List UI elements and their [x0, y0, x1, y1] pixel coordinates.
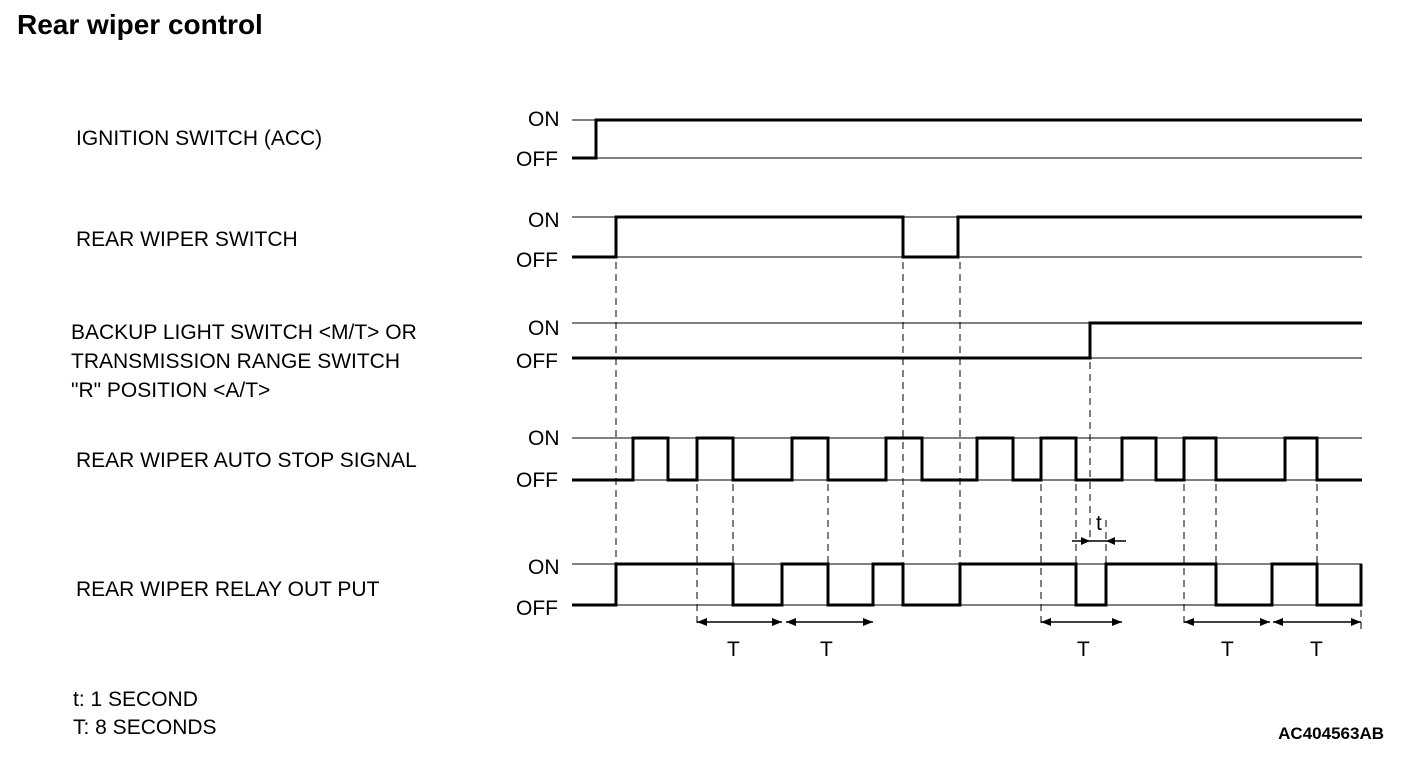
- off-level-label: OFF: [516, 469, 558, 492]
- signal-label-line: IGNITION SWITCH (ACC): [76, 127, 323, 150]
- interval-label-t: t: [1096, 512, 1102, 535]
- off-level-label: OFF: [516, 249, 558, 272]
- figure-code: AC404563AB: [1278, 724, 1384, 743]
- signal-label-line: REAR WIPER AUTO STOP SIGNAL: [76, 449, 417, 472]
- signal-label-auto-stop: REAR WIPER AUTO STOP SIGNAL: [76, 446, 417, 475]
- off-level-label: OFF: [516, 597, 558, 620]
- off-level-label: OFF: [516, 148, 558, 171]
- diagram-title: Rear wiper control: [17, 9, 263, 40]
- signal-label-line: TRANSMISSION RANGE SWITCH: [71, 350, 401, 373]
- signal-label-ignition: IGNITION SWITCH (ACC): [76, 124, 322, 153]
- note-large-interval: T: 8 SECONDS: [73, 716, 217, 739]
- interval-label-T: T: [1077, 638, 1090, 661]
- dashed-guide-lines: [615, 262, 1362, 632]
- off-level-label: OFF: [516, 350, 558, 373]
- signal-label-line: BACKUP LIGHT SWITCH <M/T> OR: [71, 321, 417, 344]
- arrow-head: [1184, 618, 1194, 626]
- on-level-label: ON: [528, 108, 560, 131]
- arrow-head: [697, 618, 707, 626]
- rear-wiper-switch-waveform: [572, 215, 1362, 259]
- large-interval-markers: T T T T T: [697, 618, 1361, 661]
- on-level-label: ON: [528, 427, 560, 450]
- ignition-waveform: [572, 118, 1362, 160]
- arrow-head: [1112, 618, 1122, 626]
- backup-light-waveform: [572, 321, 1362, 360]
- interval-label-T: T: [820, 638, 833, 661]
- signal-label-line: REAR WIPER RELAY OUT PUT: [76, 578, 380, 601]
- signal-label-line: "R" POSITION <A/T>: [71, 379, 271, 402]
- signal-label-backup-light: BACKUP LIGHT SWITCH <M/T> OR TRANSMISSIO…: [71, 318, 417, 405]
- on-level-label: ON: [528, 317, 560, 340]
- signal-label-line: REAR WIPER SWITCH: [76, 228, 298, 251]
- note-small-interval: t: 1 SECOND: [73, 688, 198, 711]
- auto-stop-signal-waveform: [572, 436, 1362, 482]
- arrow-head: [1041, 618, 1051, 626]
- interval-label-T: T: [1310, 638, 1323, 661]
- relay-output-waveform: [572, 562, 1363, 607]
- arrow-head: [1260, 618, 1270, 626]
- interval-label-T: T: [727, 638, 740, 661]
- arrow-head: [772, 618, 782, 626]
- arrow-head: [1351, 618, 1361, 626]
- arrow-head: [786, 618, 796, 626]
- small-interval-marker: t: [1072, 512, 1126, 545]
- interval-label-T: T: [1221, 638, 1234, 661]
- on-level-label: ON: [528, 556, 560, 579]
- arrow-head: [1081, 537, 1090, 545]
- signal-label-relay-output: REAR WIPER RELAY OUT PUT: [76, 575, 379, 604]
- signal-label-rear-wiper-switch: REAR WIPER SWITCH: [76, 225, 298, 254]
- on-level-label: ON: [528, 209, 560, 232]
- arrow-head: [1273, 618, 1283, 626]
- arrow-head: [863, 618, 873, 626]
- arrow-head: [1106, 537, 1115, 545]
